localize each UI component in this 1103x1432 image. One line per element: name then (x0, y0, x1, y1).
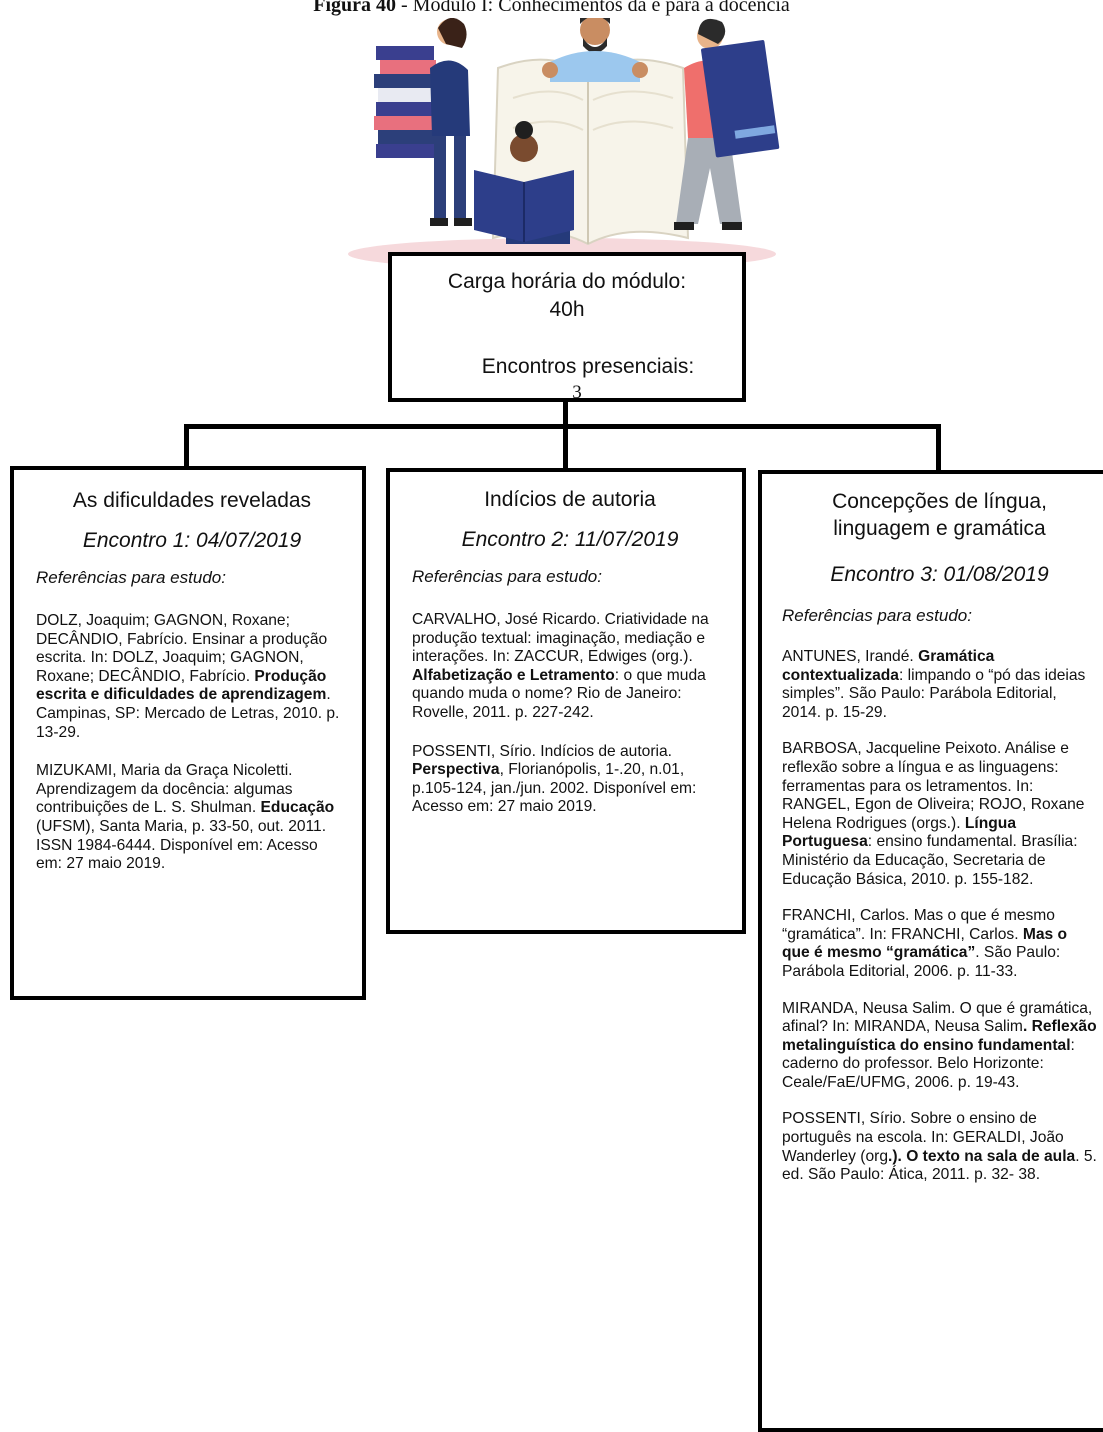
reference-text: : limpando o “pó das ideias simples”. Sã… (782, 666, 1086, 721)
reference-item: ANTUNES, Irandé. Gramática contextualiza… (782, 648, 1097, 722)
module-title: As dificuldades reveladas (36, 487, 348, 514)
reference-text: : ensino fundamental. Brasília: Ministér… (782, 833, 1078, 888)
module-box-2: Indícios de autoria Encontro 2: 11/07/20… (386, 468, 746, 934)
reference-text: . 5. ed. São Paulo: Ática, 2011. p. 32- … (782, 1147, 1097, 1184)
reference-title: Alfabetização e Letramento (412, 666, 615, 684)
references-heading: Referências para estudo: (412, 567, 602, 586)
module-date: Encontro 1: 04/07/2019 (82, 529, 302, 552)
module-box-1: As dificuldades reveladas Encontro 1: 04… (10, 466, 366, 1000)
reference-item: FRANCHI, Carlos. Mas o que é mesmo “gram… (782, 907, 1097, 981)
module-title-line: As dificuldades reveladas (72, 489, 312, 512)
figure-caption: Figura 40 - Módulo I: Conhecimentos da e… (0, 0, 1103, 17)
reference-title: .). O texto na sala de aula (888, 1147, 1076, 1165)
reference-item: MIRANDA, Neusa Salim. O que é gramática,… (782, 1000, 1097, 1093)
figure-caption-label: Figura 40 (313, 0, 397, 16)
module-date: Encontro 2: 11/07/2019 (461, 528, 679, 551)
reference-title: Língua Portuguesa (782, 814, 1016, 851)
reference-title: Educação (260, 799, 335, 817)
reference-title: Produção escrita e dificuldades de apren… (36, 667, 327, 704)
workload-value: 40h (549, 298, 585, 321)
reference-text: FRANCHI, Carlos. Mas o que é mesmo “gram… (782, 907, 1055, 943)
people-with-books-illustration (348, 18, 780, 266)
reference-title: Perspectiva (412, 761, 500, 779)
references-heading: Referências para estudo: (782, 606, 972, 625)
module-title-line: Concepções de língua, (832, 490, 1047, 513)
reference-item: POSSENTI, Sírio. Indícios de autoria. Pe… (412, 743, 728, 817)
reference-title: . Reflexão metalinguística do ensino fun… (782, 1018, 1097, 1054)
references-heading: Referências para estudo: (36, 568, 226, 587)
reference-text: , Florianópolis, 1-.20, n.01, p.105-124,… (412, 761, 697, 816)
module-date: Encontro 3: 01/08/2019 (830, 563, 1049, 586)
reference-text: POSSENTI, Sírio. Indícios de autoria. (412, 742, 673, 760)
reference-text: (UFSM), Santa Maria, p. 33-50, out. 2011… (36, 817, 327, 873)
connector-drop-middle (563, 424, 568, 470)
reference-text: MIZUKAMI, Maria da Graça Nicoletti. Apre… (36, 762, 293, 817)
reference-text: MIRANDA, Neusa Salim. O que é gramática,… (782, 999, 1093, 1036)
reference-item: DOLZ, Joaquim; GAGNON, Roxane; DECÂNDIO,… (36, 612, 348, 742)
reference-title: Gramática contextualizada (782, 648, 995, 684)
figure-caption-text: - Módulo I: Conhecimentos da e para a do… (396, 0, 790, 16)
reference-text: DOLZ, Joaquim; GAGNON, Roxane; DECÂNDIO,… (36, 612, 328, 685)
meetings-label: Encontros presenciais: (481, 355, 695, 378)
module-title-line: Indícios de autoria (484, 488, 656, 511)
module-title: Indícios de autoria (412, 486, 728, 513)
reference-text: : o que muda quando muda o nome? Rio de … (412, 666, 706, 721)
module-title-line: linguagem e gramática (833, 517, 1046, 540)
reference-text: : caderno do professor. Belo Horizonte: … (782, 1036, 1075, 1091)
reference-text: CARVALHO, José Ricardo. Criatividade na … (412, 611, 709, 666)
reference-text: . São Paulo: Parábola Editorial, 2006. p… (782, 944, 1061, 980)
workload-label: Carga horária do módulo: (447, 270, 687, 293)
connector-drop-left (184, 424, 189, 468)
connector-drop-right (936, 424, 941, 472)
reference-text: BARBOSA, Jacqueline Peixoto. Análise e r… (782, 740, 1085, 832)
reference-item: MIZUKAMI, Maria da Graça Nicoletti. Apre… (36, 762, 348, 874)
reference-text: POSSENTI, Sírio. Sobre o ensino de portu… (782, 1110, 1064, 1165)
reference-item: BARBOSA, Jacqueline Peixoto. Análise e r… (782, 740, 1097, 889)
reference-text: . Campinas, SP: Mercado de Letras, 2010.… (36, 686, 340, 741)
module-summary-box: Carga horária do módulo: 40h Encontros p… (388, 252, 746, 403)
connector-vertical-center (563, 400, 568, 428)
meetings-value: 3 (572, 382, 582, 403)
reference-item: POSSENTI, Sírio. Sobre o ensino de portu… (782, 1110, 1097, 1184)
reference-item: CARVALHO, José Ricardo. Criatividade na … (412, 611, 728, 723)
connector-horizontal (184, 424, 941, 429)
reference-text: ANTUNES, Irandé. (782, 648, 919, 665)
reference-title: Mas o que é mesmo “gramática” (782, 925, 1068, 962)
module-title: Concepções de língua, linguagem e gramát… (782, 488, 1097, 542)
module-box-3: Concepções de língua, linguagem e gramát… (758, 470, 1103, 1432)
